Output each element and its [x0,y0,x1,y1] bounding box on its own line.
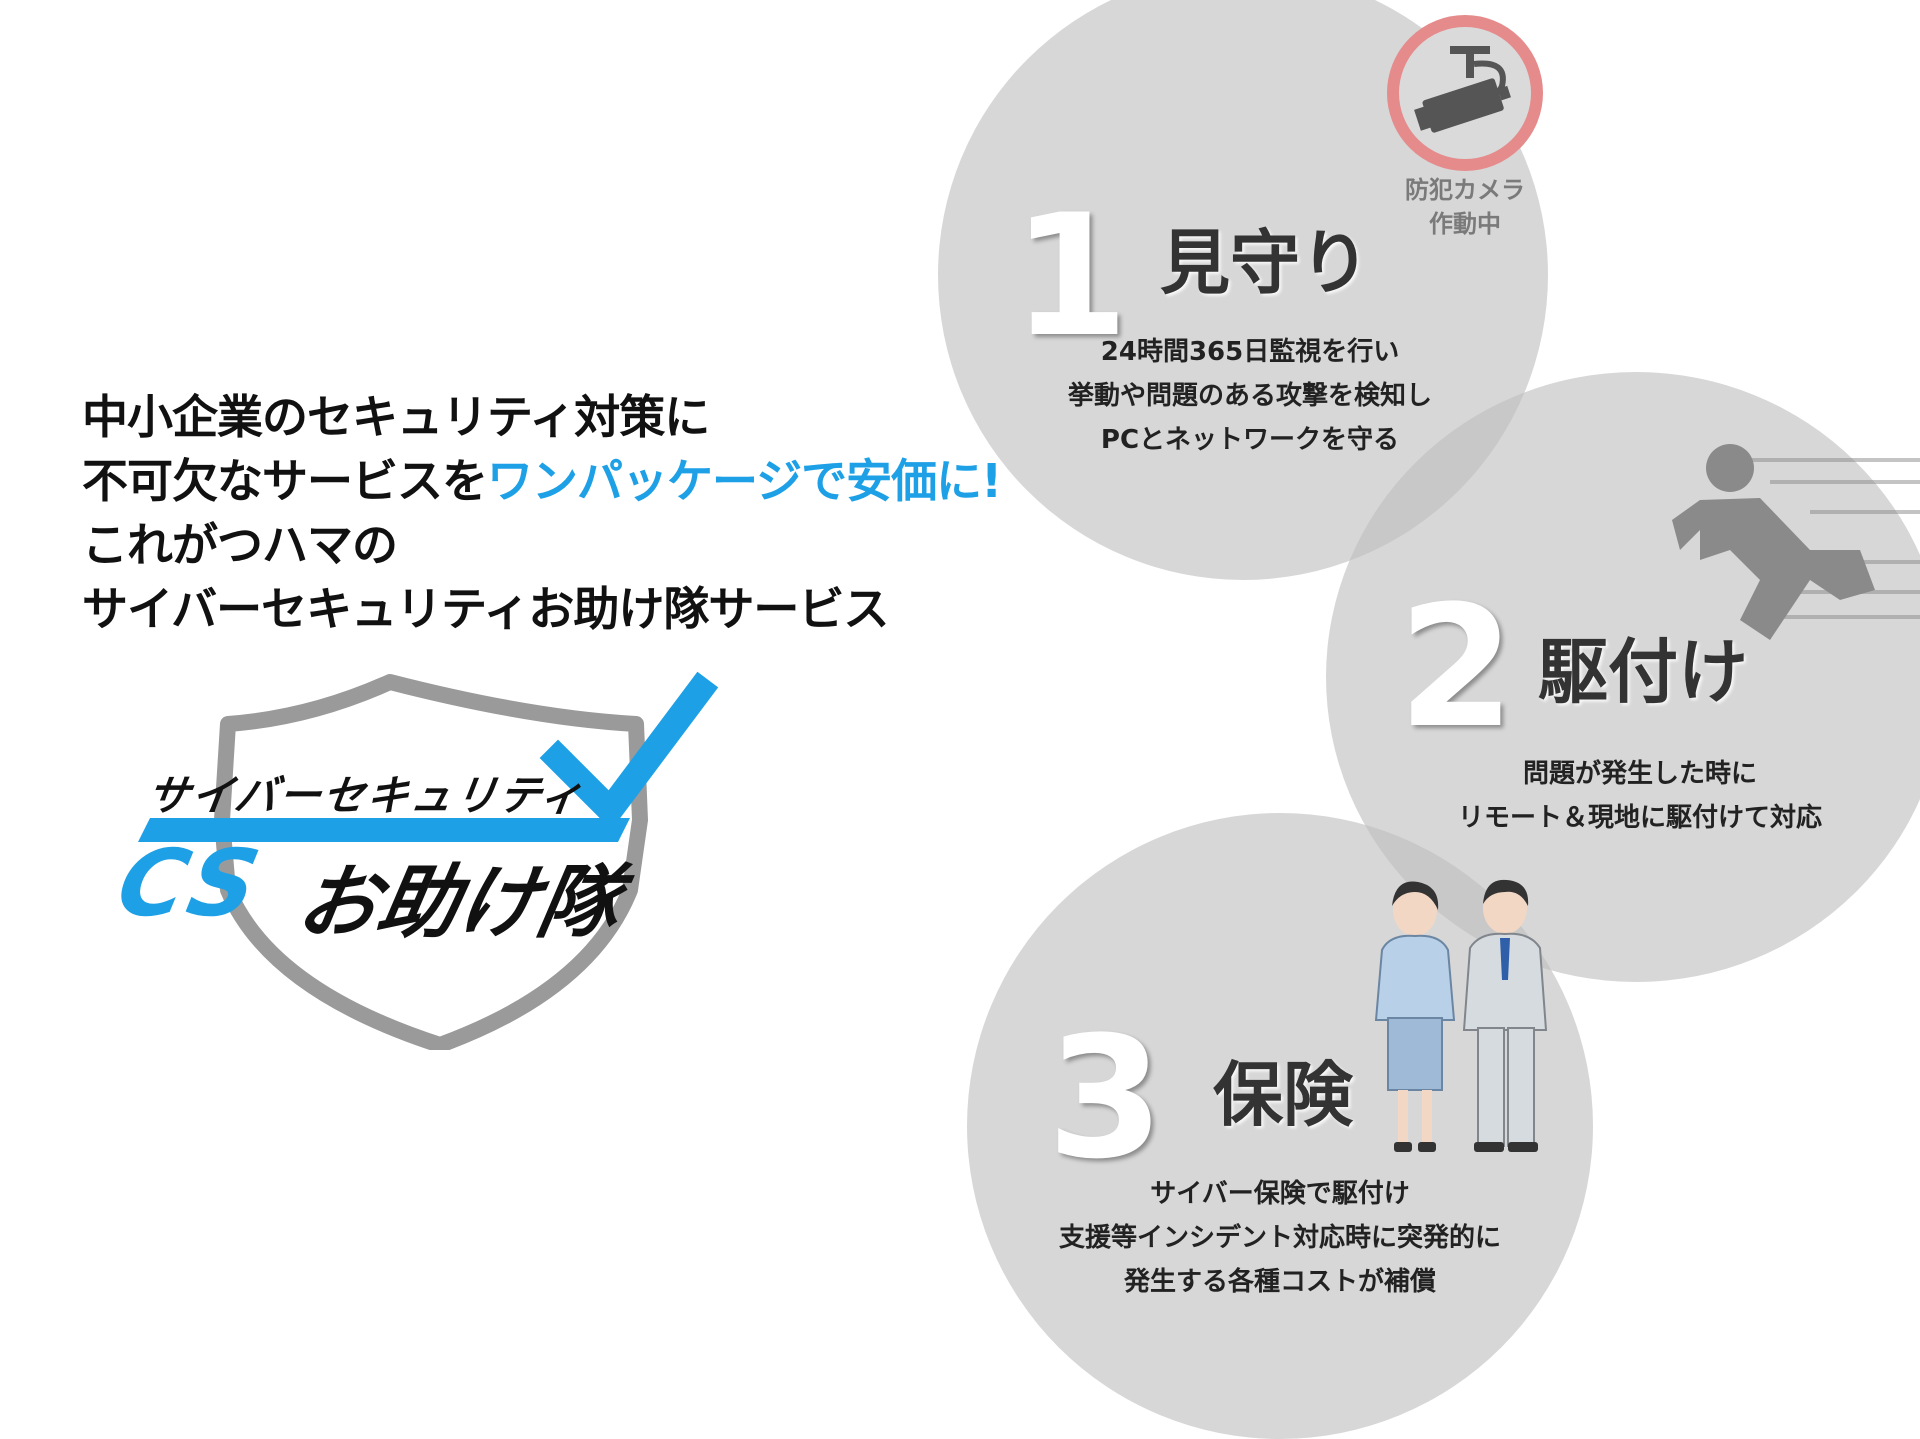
logo-cs-text: CS [108,830,274,937]
camera-sign-text: 防犯カメラ 作動中 [1380,173,1550,241]
camera-sign: 防犯カメラ 作動中 [1380,8,1550,248]
step-1-line-3: PCとネットワークを守る [1100,425,1400,455]
headline-line-3: これがつハマの [82,518,398,572]
step-2-line-2: リモート＆現地に駆付けて対応 [1457,803,1822,833]
headline-line-4: サイバーセキュリティお助け隊サービス [82,582,889,636]
cs-otasuke-logo: サイバーセキュリティ CS お助け隊 [108,670,730,1050]
step-1-number: 1 [1012,178,1129,374]
step-2-title: 駆付け [1538,631,1748,713]
headline-line-2-prefix: 不可欠なサービスを [82,454,488,508]
logo-bottom-text: お助け隊 [290,856,628,949]
step-1-title: 見守り [1160,222,1370,304]
headline: 中小企業のセキュリティ対策に 不可欠なサービスをワンパッケージで安価に! これが… [82,385,1002,641]
step-3-title: 保険 [1213,1054,1353,1136]
step-1-line-2: 挙動や問題のある攻撃を検知し [1067,381,1432,411]
step-3-description: サイバー保険で駆付け 支援等インシデント対応時に突発的に 発生する各種コストが補… [980,1172,1580,1304]
bowing-people-icon [1374,879,1548,1152]
runner-icon [1672,444,1920,640]
step-1-line-1: 24時間365日監視を行い [1100,337,1400,367]
step-2-line-1: 問題が発生した時に [1522,759,1757,789]
headline-line-2: 不可欠なサービスをワンパッケージで安価に! [82,449,1002,513]
shield-check-icon [138,671,719,1050]
step-2-number: 2 [1398,569,1515,765]
logo-top-text: サイバーセキュリティ [144,771,588,820]
headline-line-2-accent: ワンパッケージで安価に! [487,454,1002,508]
camera-sign-line-1: 防犯カメラ [1405,176,1525,204]
step-3-line-3: 発生する各種コストが補償 [1123,1267,1436,1297]
step-1-description: 24時間365日監視を行い 挙動や問題のある攻撃を検知し PCとネットワークを守… [1000,330,1500,462]
camera-sign-line-2: 作動中 [1429,210,1501,238]
step-3-number: 3 [1047,1000,1164,1196]
step-3-line-2: 支援等インシデント対応時に突発的に [1058,1223,1501,1253]
headline-line-1: 中小企業のセキュリティ対策に [82,390,710,444]
step-2-description: 問題が発生した時に リモート＆現地に駆付けて対応 [1380,752,1900,840]
camera-icon [1387,15,1543,171]
step-3-line-1: サイバー保険で駆付け [1150,1179,1410,1209]
